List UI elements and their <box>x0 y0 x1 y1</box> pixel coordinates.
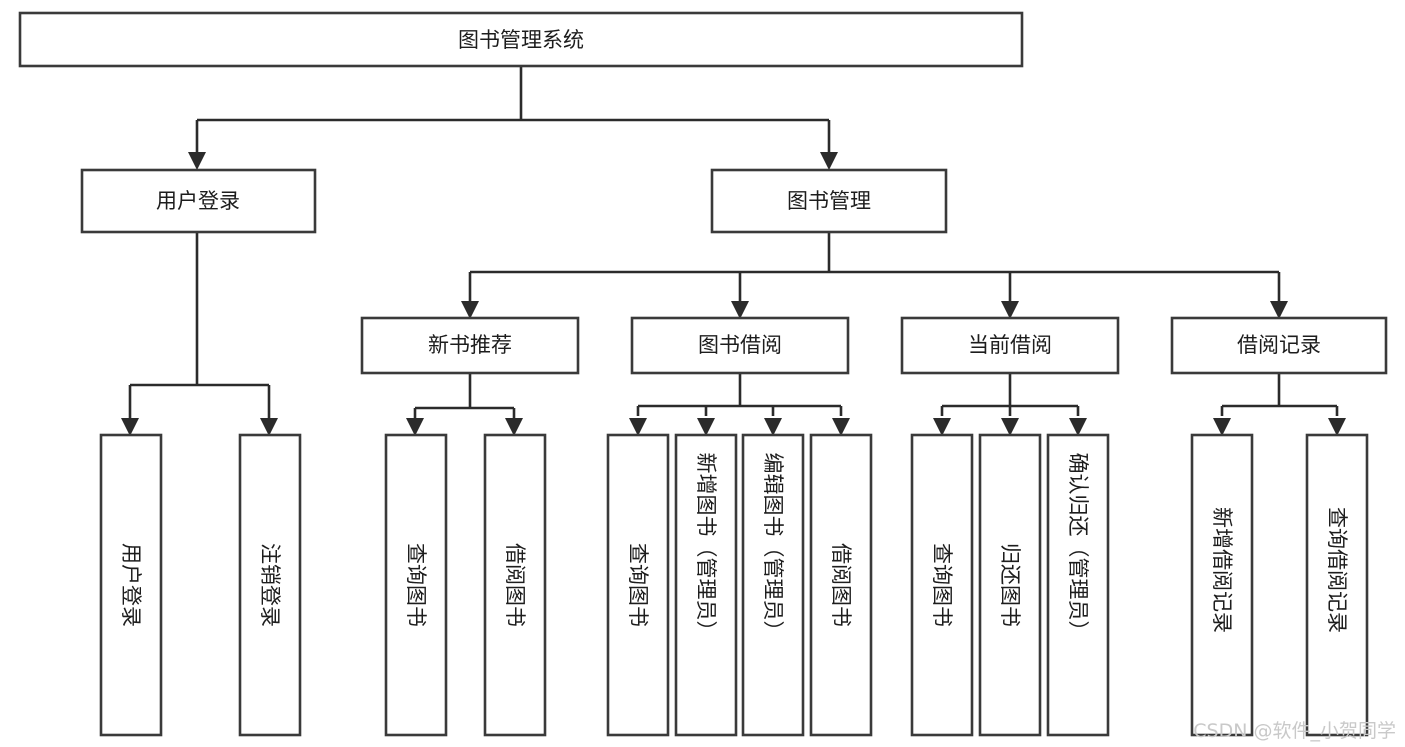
node-user-login[interactable]: 用户登录 <box>80 168 317 234</box>
arrow-leaf-confirm-return <box>1069 418 1087 436</box>
leaf-node-add-record-label: 新增借阅记录 <box>1210 507 1234 633</box>
node-current-borrow[interactable]: 当前借阅 <box>900 316 1120 375</box>
arrow-leaf-return-book <box>1001 418 1019 436</box>
node-borrow-record-label: 借阅记录 <box>1237 333 1321 357</box>
arrow-leaf-add-record <box>1213 418 1231 436</box>
leaf-node-borrow-book-1[interactable]: 借阅图书 <box>483 433 547 737</box>
arrow-leaf-borrow-book-2 <box>832 418 850 436</box>
connectors-layer <box>121 66 1346 436</box>
leaf-node-confirm-return[interactable]: 确认归还（管理员） <box>1046 433 1110 737</box>
leaf-node-query-book-2-label: 查询图书 <box>626 543 650 627</box>
leaf-node-query-book-3-label: 查询图书 <box>930 543 954 627</box>
leaf-node-logout-login-label: 注销登录 <box>258 543 282 627</box>
node-book-manage-label: 图书管理 <box>787 189 871 213</box>
leaf-node-return-book-box[interactable] <box>978 433 1042 737</box>
leaf-node-borrow-book-2[interactable]: 借阅图书 <box>809 433 873 737</box>
arrow-leaf-query-book-2 <box>629 418 647 436</box>
leaf-node-user-login[interactable]: 用户登录 <box>99 433 163 737</box>
leaf-node-query-record-box[interactable] <box>1305 433 1369 737</box>
leaf-node-logout-login-box[interactable] <box>238 433 302 737</box>
node-root[interactable]: 图书管理系统 <box>18 11 1024 68</box>
arrow-leaf-user-login <box>121 418 139 436</box>
leaf-node-query-book-2-box[interactable] <box>606 433 670 737</box>
leaf-node-return-book[interactable]: 归还图书 <box>978 433 1042 737</box>
node-current-borrow-label: 当前借阅 <box>968 333 1052 357</box>
node-new-book-recommend-label: 新书推荐 <box>428 333 512 357</box>
leaf-node-query-book-3[interactable]: 查询图书 <box>910 433 974 737</box>
leaf-node-borrow-book-2-label: 借阅图书 <box>829 543 853 627</box>
leaf-node-logout-login[interactable]: 注销登录 <box>238 433 302 737</box>
node-borrow-record[interactable]: 借阅记录 <box>1170 316 1388 375</box>
arrow-leaf-add-book <box>697 418 715 436</box>
node-root-box[interactable] <box>18 11 1024 68</box>
leaf-node-confirm-return-label: 确认归还（管理员） <box>1066 453 1090 642</box>
leaf-node-confirm-return-box[interactable] <box>1046 433 1110 737</box>
node-book-borrow[interactable]: 图书借阅 <box>630 316 850 375</box>
leaf-node-query-book-3-box[interactable] <box>910 433 974 737</box>
leaf-node-query-book-1[interactable]: 查询图书 <box>384 433 448 737</box>
leaf-node-edit-book[interactable]: 编辑图书（管理员） <box>741 433 805 737</box>
leaf-node-add-book-label: 新增图书（管理员） <box>694 453 718 642</box>
leaf-node-add-book[interactable]: 新增图书（管理员） <box>674 433 738 737</box>
node-book-borrow-label: 图书借阅 <box>698 333 782 357</box>
node-current-borrow-box[interactable] <box>900 316 1120 375</box>
arrow-leaf-logout-login <box>260 418 278 436</box>
leaf-node-borrow-book-1-label: 借阅图书 <box>503 543 527 627</box>
leaf-node-add-book-box[interactable] <box>674 433 738 737</box>
leaf-node-user-login-label: 用户登录 <box>119 543 143 627</box>
arrow-to-book-manage <box>820 152 838 170</box>
leaf-node-edit-book-label: 编辑图书（管理员） <box>761 453 785 642</box>
node-book-manage[interactable]: 图书管理 <box>710 168 948 234</box>
node-borrow-record-box[interactable] <box>1170 316 1388 375</box>
leaf-node-query-record[interactable]: 查询借阅记录 <box>1305 433 1369 737</box>
node-book-manage-box[interactable] <box>710 168 948 234</box>
node-user-login-label: 用户登录 <box>156 189 240 213</box>
arrow-to-user-login <box>188 152 206 170</box>
leaf-node-borrow-book-2-box[interactable] <box>809 433 873 737</box>
leaf-node-add-record-box[interactable] <box>1190 433 1254 737</box>
arrow-leaf-edit-book <box>764 418 782 436</box>
node-book-borrow-box[interactable] <box>630 316 850 375</box>
arrow-leaf-query-record <box>1328 418 1346 436</box>
csdn-watermark: CSDN @软件_小贺同学 <box>1193 720 1396 742</box>
arrow-leaf-query-book-3 <box>933 418 951 436</box>
leaf-node-query-book-2[interactable]: 查询图书 <box>606 433 670 737</box>
leaf-node-query-record-label: 查询借阅记录 <box>1325 507 1349 633</box>
arrow-current-borrow <box>1001 301 1019 319</box>
arrow-leaf-borrow-book-1 <box>505 418 523 436</box>
arrow-leaf-query-book-1 <box>406 418 424 436</box>
arrow-new-book-recommend <box>461 301 479 319</box>
leaf-node-borrow-book-1-box[interactable] <box>483 433 547 737</box>
arrow-borrow-record <box>1270 301 1288 319</box>
leaf-node-return-book-label: 归还图书 <box>998 543 1022 627</box>
leaf-node-user-login-box[interactable] <box>99 433 163 737</box>
arrow-book-borrow <box>731 301 749 319</box>
leaf-node-query-book-1-label: 查询图书 <box>404 543 428 627</box>
node-user-login-box[interactable] <box>80 168 317 234</box>
leaf-node-query-book-1-box[interactable] <box>384 433 448 737</box>
node-root-label: 图书管理系统 <box>458 28 584 52</box>
leaf-node-add-record[interactable]: 新增借阅记录 <box>1190 433 1254 737</box>
node-new-book-recommend-box[interactable] <box>360 316 580 375</box>
node-new-book-recommend[interactable]: 新书推荐 <box>360 316 580 375</box>
leaf-node-edit-book-box[interactable] <box>741 433 805 737</box>
